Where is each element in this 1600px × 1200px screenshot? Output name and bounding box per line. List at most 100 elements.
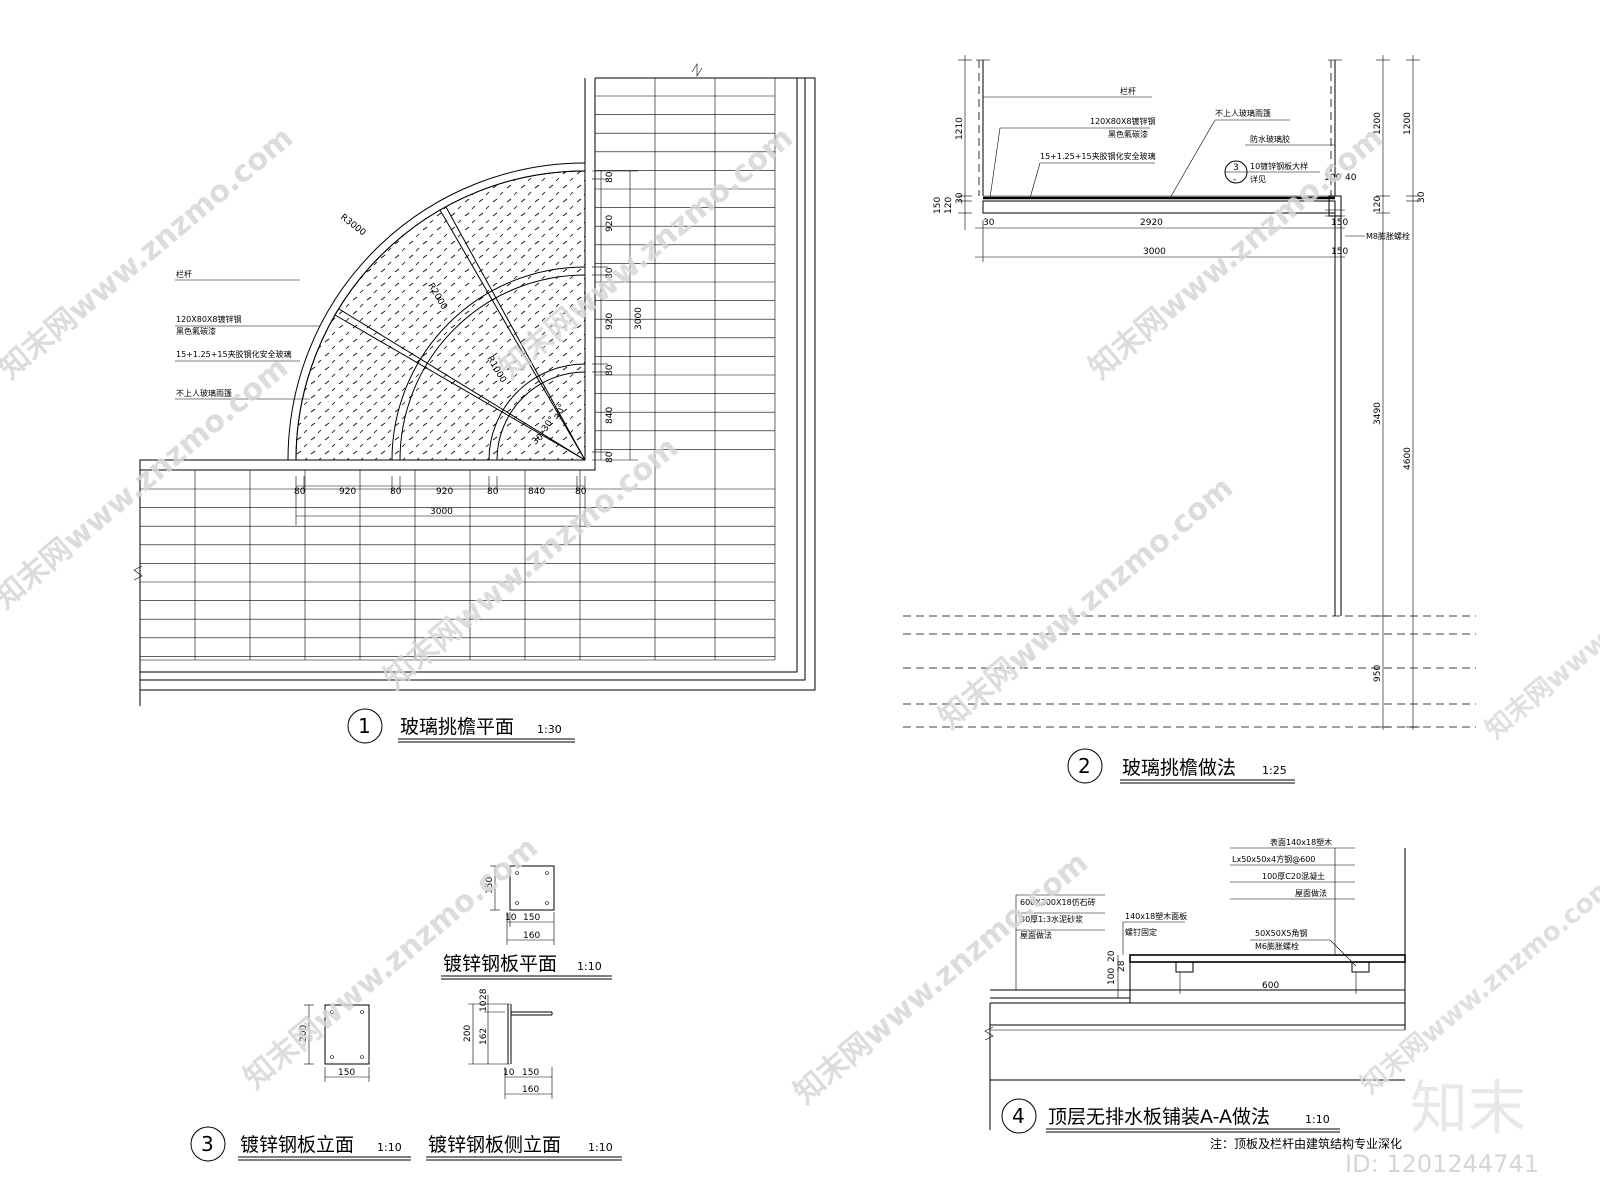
view-title-3: 3 镀锌钢板立面 1:10 镀锌钢板侧立面 1:10 bbox=[190, 1126, 622, 1162]
view-scale-1: 1:30 bbox=[537, 723, 562, 736]
plate-side-dim-height: 200 bbox=[463, 1025, 473, 1042]
plan-dim-r5: 80 bbox=[605, 364, 615, 376]
section-detail-ref-top: 3 bbox=[1233, 163, 1239, 173]
paving-callout-top-wood: 表面140x18塑木 bbox=[1270, 837, 1332, 847]
plan-dim-r6: 840 bbox=[605, 407, 615, 424]
paving-callout-mortar: 30厚1:3水泥砂浆 bbox=[1020, 914, 1083, 924]
watermark-6: 知末网www.znzmo.com bbox=[933, 470, 1240, 736]
plate-side-dim-inner: 162 bbox=[479, 1028, 489, 1045]
section-right-dimensions: 1200 120 3490 950 1200 30 4600 bbox=[1373, 55, 1427, 730]
plate-plan-dim-total: 160 bbox=[523, 931, 540, 941]
watermark-brand: 知末 bbox=[1410, 1074, 1526, 1142]
plan-callout-railing: 栏杆 bbox=[176, 269, 192, 279]
plate-plan-dim-width: 150 bbox=[523, 913, 540, 923]
plate-side-title: 镀锌钢板侧立面 bbox=[428, 1134, 561, 1156]
view-title-text-1: 玻璃挑檐平面 bbox=[400, 716, 514, 738]
paving-callouts: 600X200X18仿石砖 30厚1:3水泥砂浆 屋面做法 140x18塑木面板… bbox=[1015, 837, 1357, 990]
plan-callout-paint: 黑色氟碳漆 bbox=[176, 326, 216, 336]
plate-plan: 150 10 150 160 镀锌钢板平面 1:10 bbox=[441, 865, 612, 980]
view-title-text-4: 顶层无排水板铺装A-A做法 bbox=[1048, 1106, 1270, 1128]
paving-note: 注：顶板及栏杆由建筑结构专业深化 bbox=[1210, 1136, 1402, 1151]
view-title-4: 4 顶层无排水板铺装A-A做法 1:10 注：顶板及栏杆由建筑结构专业深化 bbox=[1001, 1098, 1402, 1151]
view-title-text-2: 玻璃挑檐做法 bbox=[1122, 757, 1236, 779]
plan-dim-bottom-total: 3000 bbox=[430, 507, 453, 517]
view-number-3: 3 bbox=[201, 1132, 214, 1156]
plate-side-scale: 1:10 bbox=[588, 1141, 613, 1154]
section-dim-1200-b: 1200 bbox=[1403, 112, 1413, 135]
view-title-1: 1 玻璃挑檐平面 1:30 bbox=[347, 708, 575, 744]
section-dim-span-150: 150 bbox=[1331, 218, 1348, 228]
plan-callout-steel: 120X80X8镀锌钢 bbox=[176, 314, 242, 324]
section-callout-paint: 黑色氟碳漆 bbox=[1108, 129, 1148, 139]
watermark-id: ID: 1201244741 bbox=[1345, 1150, 1539, 1178]
plan-view: 栏杆 120X80X8镀锌钢 黑色氟碳漆 15+1.25+15夹胶钢化安全玻璃 … bbox=[133, 62, 816, 744]
view-number-2: 2 bbox=[1078, 754, 1091, 778]
paving-layers bbox=[984, 848, 1406, 1130]
view-scale-3: 1:10 bbox=[377, 1141, 402, 1154]
section-dim-150: 150 bbox=[933, 197, 943, 214]
section-dim-120-b: 120 bbox=[1373, 196, 1383, 213]
plate-plan-dim-height: 150 bbox=[485, 877, 495, 894]
section-callout-steel: 120X80X8镀锌钢 bbox=[1090, 116, 1156, 126]
plan-dim-b7: 80 bbox=[575, 487, 587, 497]
section-dim-120: 120 bbox=[944, 197, 954, 214]
glass-canopy bbox=[287, 162, 586, 461]
view-scale-4: 1:10 bbox=[1305, 1113, 1330, 1126]
plan-tiles-right bbox=[595, 78, 776, 660]
paving-view: 600X200X18仿石砖 30厚1:3水泥砂浆 屋面做法 140x18塑木面板… bbox=[984, 837, 1406, 1151]
plate-side-dim-top-b: 28 bbox=[479, 988, 489, 1000]
watermark-4: 知末网www.znzmo.com bbox=[0, 350, 295, 616]
section-dim-1210: 1210 bbox=[955, 117, 965, 140]
plan-tiles-bottom bbox=[139, 470, 775, 661]
section-dim-30-b: 30 bbox=[1417, 191, 1427, 203]
section-callout-plate: 10镀锌钢板大样 bbox=[1250, 161, 1308, 171]
view-number-1: 1 bbox=[358, 714, 371, 738]
section-callout-see: 详见 bbox=[1250, 174, 1266, 184]
paving-callout-stone: 600X200X18仿石砖 bbox=[1020, 897, 1096, 907]
paving-callout-top-concrete: 100厚C20混凝土 bbox=[1262, 871, 1325, 881]
section-dim-30: 30 bbox=[955, 192, 965, 204]
plate-side-dim-width: 150 bbox=[522, 1068, 539, 1078]
paving-dim-600: 600 bbox=[1262, 981, 1279, 991]
section-callout-glass: 15+1.25+15夹胶钢化安全玻璃 bbox=[1040, 151, 1156, 161]
plate-side-dim-left: 10 bbox=[503, 1068, 515, 1078]
section-dim-100: 100 bbox=[1324, 173, 1341, 183]
paving-dim-20: 20 bbox=[1107, 950, 1117, 962]
plate-views: 150 10 150 160 镀锌钢板平面 1:10 200 150 bbox=[190, 865, 622, 1162]
section-span-dimensions: 30 2920 150 3000 150 bbox=[975, 218, 1348, 262]
section-railings bbox=[976, 59, 1342, 196]
paving-callout-m6: M6膨胀螺栓 bbox=[1255, 941, 1299, 951]
section-canopy-slab bbox=[982, 195, 1345, 616]
section-callout-bolt: M8膨胀螺栓 bbox=[1366, 231, 1410, 241]
plan-dim-r2: 920 bbox=[605, 215, 615, 232]
plan-dim-b6: 840 bbox=[528, 487, 545, 497]
radius-label-r3000: R3000 bbox=[338, 212, 367, 238]
plate-plan-title: 镀锌钢板平面 bbox=[443, 953, 557, 975]
section-dim-total-3000: 3000 bbox=[1143, 247, 1166, 257]
plan-dim-right-total: 3000 bbox=[634, 307, 644, 330]
plan-right-dimensions: 80 920 80 920 80 840 80 3000 bbox=[592, 170, 644, 463]
paving-callout-wood: 140x18塑木面板 bbox=[1125, 911, 1187, 921]
watermark-10: 知末网www.znzmo.com bbox=[1355, 870, 1600, 1100]
plate-plan-scale: 1:10 bbox=[577, 960, 602, 973]
plan-dim-b2: 920 bbox=[339, 487, 356, 497]
section-dim-4600: 4600 bbox=[1403, 447, 1413, 470]
plate-side: 10 28 200 162 10 150 160 bbox=[463, 988, 553, 1099]
plan-dim-b4: 920 bbox=[436, 487, 453, 497]
section-callout-railing: 栏杆 bbox=[1120, 86, 1136, 96]
watermarks: 知末网www.znzmo.com 知末网www.znzmo.com 知末网www… bbox=[0, 120, 1600, 1178]
plan-dim-r7: 80 bbox=[605, 451, 615, 463]
plan-callout-glass: 15+1.25+15夹胶钢化安全玻璃 bbox=[176, 349, 292, 359]
watermark-9: 知末网www.znzmo.com bbox=[1480, 515, 1600, 745]
plan-callout-canopy: 不上人玻璃雨篷 bbox=[176, 388, 232, 398]
section-left-dimensions: 1210 30 150 120 bbox=[933, 55, 972, 230]
view-title-2: 2 玻璃挑檐做法 1:25 bbox=[1067, 748, 1295, 784]
plate-side-dim-top-a: 10 bbox=[479, 1000, 489, 1012]
watermark-1: 知末网www.znzmo.com bbox=[0, 120, 300, 386]
section-detail-ref-bottom: - bbox=[1233, 175, 1236, 185]
plan-dim-b5: 80 bbox=[487, 487, 499, 497]
section-dim-950: 950 bbox=[1373, 665, 1383, 682]
paving-callout-top-roof: 屋面做法 bbox=[1295, 888, 1327, 898]
paving-dimensions: 20 28 100 600 bbox=[1107, 950, 1279, 998]
view-scale-2: 1:25 bbox=[1262, 764, 1287, 777]
